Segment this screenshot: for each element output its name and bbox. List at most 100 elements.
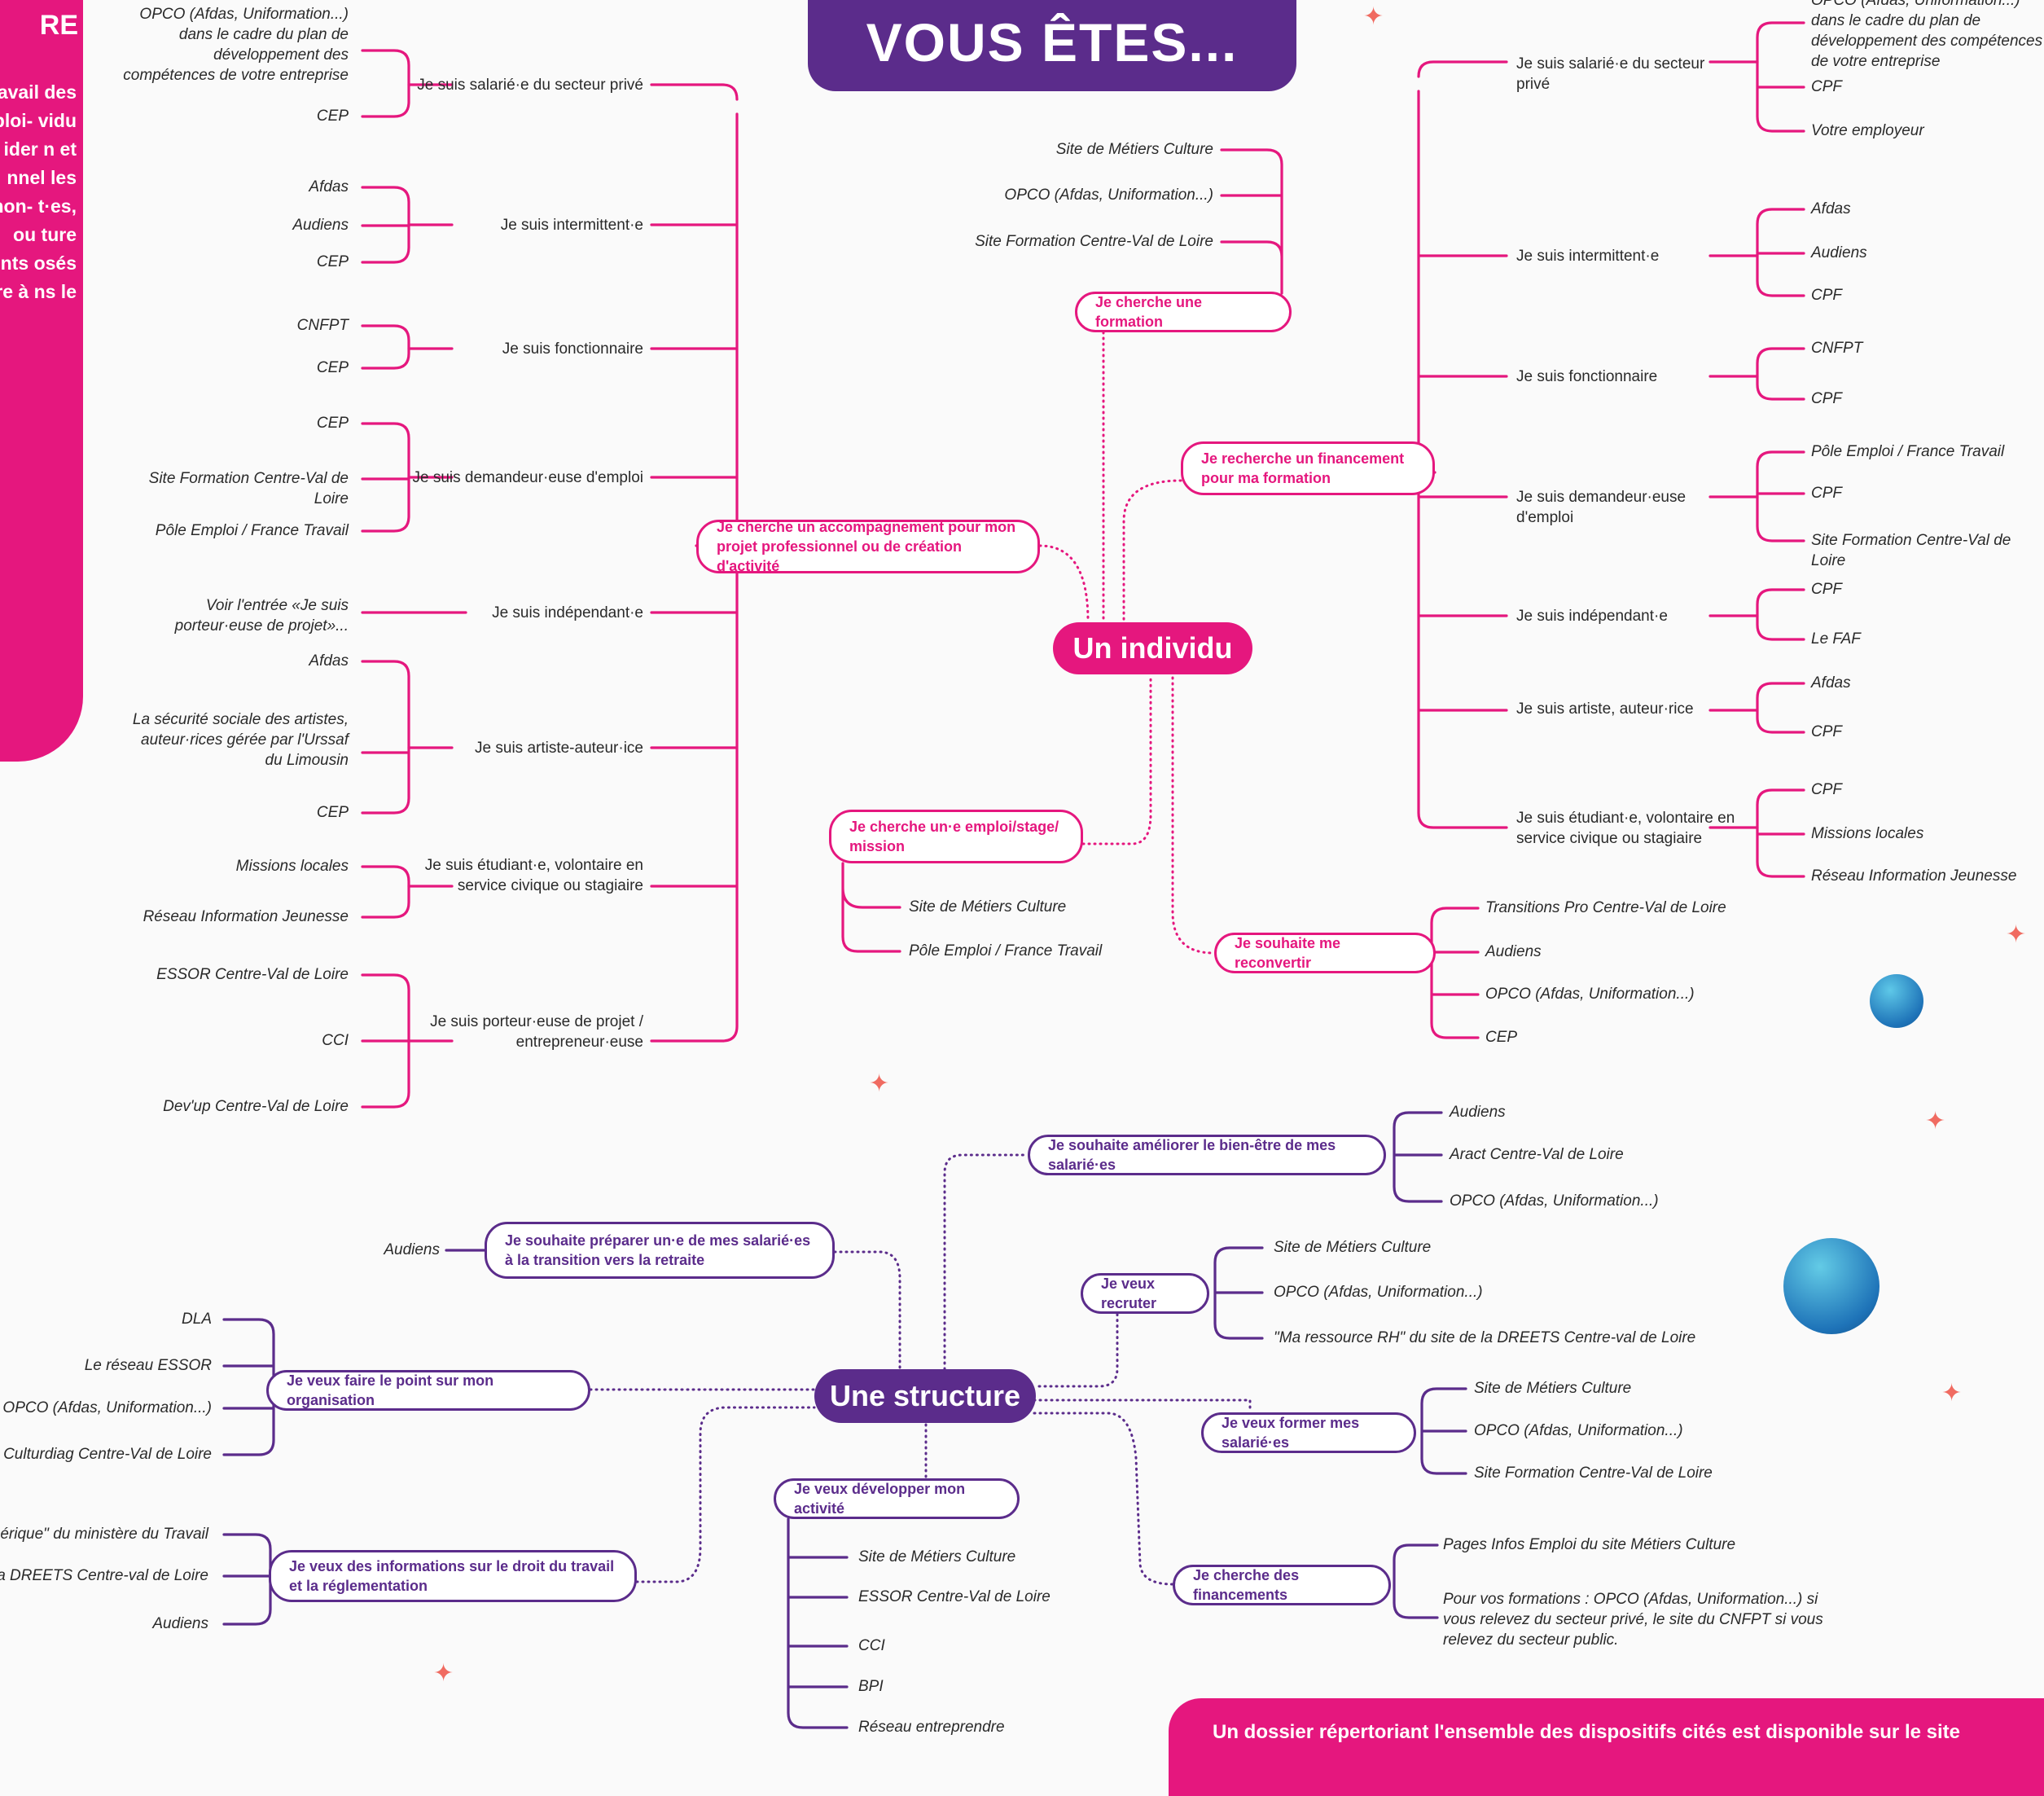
former-resource: Site de Métiers Culture <box>1474 1380 1632 1397</box>
developper-node[interactable]: Je veux développer mon activité <box>774 1478 1020 1519</box>
hub-structure[interactable]: Une structure <box>814 1369 1036 1423</box>
former-resource: OPCO (Afdas, Uniformation...) <box>1474 1422 1683 1439</box>
accompagnement-resource: Site Formation Centre-Val de Loire <box>148 470 349 507</box>
financement-branch-label: Je suis salarié·e du secteur privé <box>1516 55 1705 93</box>
accompagnement-node[interactable]: Je cherche un accompagnement pour mon pr… <box>696 519 1040 574</box>
connector-line <box>1081 676 1152 845</box>
connector-line <box>833 1250 901 1371</box>
bien-etre-resource: OPCO (Afdas, Uniformation...) <box>1450 1192 1659 1210</box>
left-info-panel: RE avail des ploi- vidu ider n et nnel l… <box>0 0 83 762</box>
bracket-line <box>1756 450 1805 542</box>
bracket-line <box>1213 1246 1264 1340</box>
reconvertir-resource: CEP <box>1485 1029 1518 1046</box>
emploi-node[interactable]: Je cherche un·e emploi/stage/ mission <box>829 810 1083 863</box>
bracket-line <box>361 973 410 1109</box>
recruter-resource: "Ma ressource RH" du site de la DREETS C… <box>1274 1329 1696 1346</box>
organisation-resource: DLA <box>182 1311 212 1328</box>
sparkle-icon: ✦ <box>1925 1108 1946 1135</box>
recruter-resource: OPCO (Afdas, Uniformation...) <box>1274 1284 1483 1301</box>
accompagnement-resource: Voir l'entrée «Je suis porteur·euse de p… <box>174 597 349 635</box>
connector-line <box>1033 1399 1252 1412</box>
financement-resource: Pôle Emploi / France Travail <box>1811 443 2005 460</box>
droit-resource: numérique" du ministère du Travail <box>0 1526 208 1543</box>
sparkle-icon: ✦ <box>1941 1380 1963 1407</box>
connector-line <box>635 1406 816 1583</box>
organisation-resource: OPCO (Afdas, Uniformation...) <box>2 1399 212 1416</box>
former-node[interactable]: Je veux former mes salarié·es <box>1201 1412 1416 1453</box>
hub-individu[interactable]: Un individu <box>1053 622 1252 674</box>
financement-resource: Le FAF <box>1811 630 1861 648</box>
sparkle-icon: ✦ <box>869 1070 890 1097</box>
financement-resource: CPF <box>1811 390 1842 407</box>
financement-resource: Afdas <box>1811 200 1851 217</box>
bien-etre-node[interactable]: Je souhaite améliorer le bien-être de me… <box>1028 1135 1386 1175</box>
retraite-node[interactable]: Je souhaite préparer un·e de mes salarié… <box>485 1222 835 1279</box>
accompagnement-branch-label: Je suis indépendant·e <box>492 604 643 621</box>
financement-resource: Site Formation Centre-Val de Loire <box>1811 532 2011 569</box>
reconvertir-node[interactable]: Je souhaite me reconvertir <box>1214 933 1436 973</box>
financement-branch-label: Je suis intermittent·e <box>1516 248 1660 265</box>
developper-resource: BPI <box>858 1678 884 1695</box>
financements-resource: Pour vos formations : OPCO (Afdas, Unifo… <box>1443 1591 1823 1649</box>
accompagnement-resource: CNFPT <box>296 317 349 334</box>
bracket-line <box>361 324 410 370</box>
financement-resource: CPF <box>1811 287 1842 304</box>
connector-line <box>1122 479 1182 622</box>
accompagnement-resource: Missions locales <box>235 858 349 875</box>
bracket-line <box>361 660 410 815</box>
financement-branch-label: Je suis étudiant·e, volontaire en servic… <box>1516 810 1735 847</box>
formation-node[interactable]: Je cherche une formation <box>1075 292 1292 332</box>
developper-bracket <box>787 1517 849 1729</box>
organisation-node[interactable]: Je veux faire le point sur mon organisat… <box>266 1370 590 1411</box>
bracket-line <box>1756 788 1805 878</box>
emploi-resource: Pôle Emploi / France Travail <box>909 942 1103 959</box>
bracket-line <box>1393 1111 1443 1203</box>
bracket-line <box>222 1533 272 1626</box>
financement-resource: Votre employeur <box>1811 122 1924 139</box>
bien-etre-resource: Audiens <box>1450 1104 1506 1121</box>
accompagnement-branch-label: Je suis demandeur·euse d'emploi <box>412 469 643 486</box>
developper-resource: Site de Métiers Culture <box>858 1548 1016 1565</box>
connector-line <box>943 1153 1029 1371</box>
bracket-line <box>1756 682 1805 734</box>
recruter-resource: Site de Métiers Culture <box>1274 1239 1432 1256</box>
left-panel-text: avail des ploi- vidu ider n et nnel les … <box>0 81 77 302</box>
accompagnement-branch-label: Je suis étudiant·e, volontaire en servic… <box>424 857 643 894</box>
recruter-node[interactable]: Je veux recruter <box>1081 1273 1209 1314</box>
developper-resource: CCI <box>858 1637 885 1654</box>
financement-branch-label: Je suis indépendant·e <box>1516 608 1668 625</box>
accompagnement-resource: Afdas <box>309 652 349 670</box>
accompagnement-branch-label: Je suis intermittent·e <box>500 217 643 234</box>
financement-resource: CPF <box>1811 723 1842 740</box>
bracket-line <box>1430 907 1480 1039</box>
financement-resource: Réseau Information Jeunesse <box>1811 867 2017 885</box>
accompagnement-resource: OPCO (Afdas, Uniformation...) dans le ca… <box>123 6 349 84</box>
connector-line <box>1037 1312 1119 1388</box>
financements-resource: Pages Infos Emploi du site Métiers Cultu… <box>1443 1536 1736 1553</box>
bien-etre-resource: Aract Centre-Val de Loire <box>1450 1146 1624 1163</box>
sparkle-icon: ✦ <box>433 1660 454 1687</box>
financement-resource: Afdas <box>1811 674 1851 692</box>
accompagnement-resource: CEP <box>316 253 349 270</box>
accompagnement-resource: CEP <box>316 804 349 821</box>
formation-resource: Site Formation Centre-Val de Loire <box>975 233 1213 250</box>
organisation-resource: Le réseau ESSOR <box>84 1357 212 1374</box>
planet-small <box>1870 974 1923 1028</box>
formation-resource: OPCO (Afdas, Uniformation...) <box>1004 187 1213 204</box>
bracket-line <box>1393 1544 1439 1619</box>
droit-node[interactable]: Je veux des informations sur le droit du… <box>269 1550 637 1602</box>
accompagnement-resource: ESSOR Centre-Val de Loire <box>156 966 349 983</box>
accompagnement-resource: Pôle Emploi / France Travail <box>155 522 349 539</box>
financement-resource: CPF <box>1811 581 1842 598</box>
financement-node[interactable]: Je recherche un financement pour ma form… <box>1181 441 1435 495</box>
accompagnement-resource: Audiens <box>292 217 349 234</box>
droit-resource: Audiens <box>152 1615 208 1632</box>
financement-resource: Audiens <box>1811 244 1867 261</box>
connector-line <box>1038 544 1090 622</box>
reconvertir-resource: Audiens <box>1485 943 1542 960</box>
emploi-resource: Site de Métiers Culture <box>909 898 1067 916</box>
reconvertir-resource: Transitions Pro Centre-Val de Loire <box>1485 899 1726 916</box>
bracket-line <box>361 186 410 264</box>
financements-node[interactable]: Je cherche des financements <box>1173 1565 1391 1605</box>
